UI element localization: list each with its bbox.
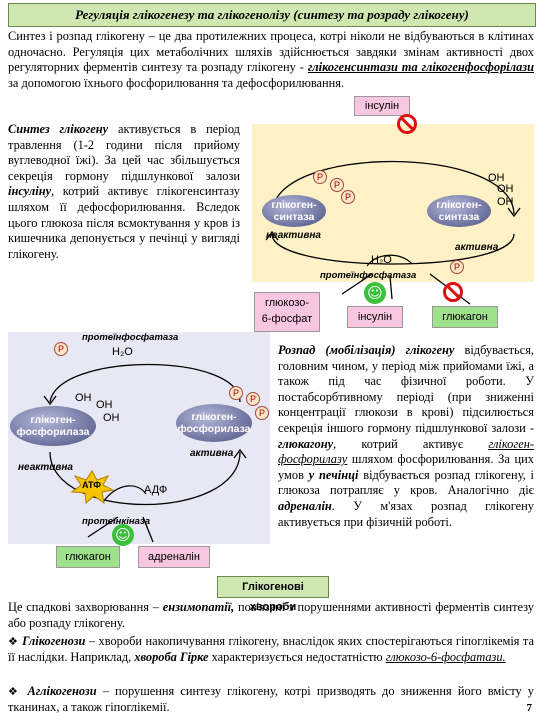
diseases-heading: Глікогенові хвороби — [217, 576, 329, 613]
hydroxyl-2: OH — [497, 183, 514, 195]
adrenaline-tag: адреналін — [138, 546, 210, 568]
glycogenoses-term: Глікогенози — [22, 634, 86, 648]
synthesis-insulin: інсуліну — [8, 184, 52, 199]
block-sign-bottom-icon — [443, 282, 463, 302]
phosphate-b3: P — [255, 406, 269, 420]
glucose-6-phosphate-tag: глюкозо- 6-фосфат — [254, 292, 320, 332]
hydroxyl-b3: OH — [103, 412, 120, 424]
hydroxyl-b1: OH — [75, 392, 92, 404]
phosphate-3: P — [341, 190, 355, 204]
g6p-term: глюкозо-6-фосфатази. — [385, 649, 506, 664]
intro-text-1: Синтез і розпад глікогену – це два проти… — [8, 29, 534, 75]
smile-icon-1: ☺ — [364, 282, 386, 304]
breakdown-heading: Розпад (мобілізація) глікогену — [278, 343, 455, 357]
synthesis-paragraph: Синтез глікогену активується в період тр… — [8, 122, 240, 262]
water-label-2: H₂O — [112, 346, 133, 358]
breakdown-link: глікоген-фосфорилазу — [278, 436, 534, 467]
breakdown-adrenaline: адреналін — [278, 498, 332, 513]
phosphate-released: P — [450, 260, 464, 274]
phosphate-b1: P — [229, 386, 243, 400]
phosphate-1: P — [313, 170, 327, 184]
glycogenoses-text: – хвороби накопичування глікогену, внасл… — [8, 634, 535, 664]
page-number: 7 — [526, 702, 533, 714]
phosphatase-label-1: протеїнфосфатаза — [320, 270, 417, 281]
page-title: Регуляція глікогенезу та глікогенолізу (… — [8, 3, 536, 27]
hydroxyl-3: OH — [497, 196, 514, 208]
aglycogenoses-term: Аглікогенози — [27, 684, 97, 698]
breakdown-glucagon: глюкагону — [278, 436, 334, 451]
aglycogenoses-text: – порушення синтезу глікогену, котрі при… — [8, 684, 534, 714]
synthase-active-label: активна — [455, 242, 499, 253]
glycogen-synthase-inactive: глікоген- синтаза — [262, 195, 326, 227]
intro-link: глікогенсинтази та глікогенфосфорілази — [307, 60, 534, 75]
synthesis-text-1: активується в період травлення (1-2 годи… — [8, 122, 240, 183]
girke-term: хвороба Гірке — [134, 649, 209, 664]
aglycogenoses-item: ❖ Аглікогенози – порушення синтезу гліко… — [8, 684, 534, 715]
bullet-icon-2: ❖ — [8, 685, 28, 698]
insulin-top-tag: інсулін — [354, 96, 410, 116]
synthesis-text-2: , котрий активує глікогенсинтазу шляхом … — [8, 184, 240, 261]
phosphate-released-2: P — [54, 342, 68, 356]
intro-paragraph: Синтез і розпад глікогену – це два проти… — [8, 29, 534, 91]
hydroxyl-b2: OH — [96, 399, 113, 411]
synthase-inactive-label: неактивна — [266, 230, 321, 241]
phosphorylase-active-label: активна — [190, 448, 234, 459]
breakdown-text-4: відбувається розпад глікогену, і глюкоза… — [278, 467, 534, 498]
diseases-intro-2: пов'язані з порушеннями активності ферме… — [8, 600, 534, 630]
girke-text: характеризується недостатністю — [208, 649, 386, 664]
breakdown-text-3: шляхом фосфорилювання. За цих умов — [278, 452, 534, 482]
water-label-1: H₂O — [371, 254, 392, 266]
block-sign-top-icon — [397, 114, 417, 134]
adp-label: АДФ — [144, 484, 168, 496]
breakdown-text-5: . У м'язах розпад глікогену активується … — [278, 498, 534, 529]
glycogenoses-item: ❖ Глікогенози – хвороби накопичування гл… — [8, 634, 534, 665]
phosphatase-label-2: протеїнфосфатаза — [82, 332, 179, 343]
diseases-enzymopathies: ензимопатії, — [162, 600, 235, 614]
insulin-bottom-tag: інсулін — [347, 306, 403, 328]
bullet-icon-1: ❖ — [8, 635, 23, 648]
synthesis-heading: Синтез глікогену — [8, 122, 109, 136]
diseases-intro: Це спадкові захворювання – ензимопатії, … — [8, 600, 534, 631]
intro-text-2: за допомогою їхнього фосфорилювання та д… — [8, 75, 345, 90]
glucagon-tag-2: глюкагон — [56, 546, 120, 568]
atp-label: АТФ — [82, 480, 101, 490]
kinase-label: протеїнкіназа — [82, 516, 150, 527]
glycogen-phosphorylase-active: глікоген- фосфорилаза — [176, 404, 252, 442]
breakdown-text-1: відбувається, головним чином, у період м… — [278, 343, 534, 435]
breakdown-text-2: , котрий активує — [333, 436, 489, 451]
glycogen-phosphorylase-inactive: глікоген- фосфорилаза — [10, 406, 96, 446]
smile-icon-2: ☺ — [112, 524, 134, 546]
breakdown-paragraph: Розпад (мобілізація) глікогену відбуваєт… — [278, 343, 534, 530]
diseases-intro-1: Це спадкові захворювання – — [8, 600, 163, 614]
phosphate-b2: P — [246, 392, 260, 406]
phosphate-2: P — [330, 178, 344, 192]
glucagon-tag-1: глюкагон — [432, 306, 498, 328]
atp-star-icon — [70, 470, 114, 504]
breakdown-liver: у печінці — [308, 467, 359, 482]
phosphorylase-inactive-label: неактивна — [18, 462, 73, 473]
glycogen-synthase-active: глікоген- синтаза — [427, 195, 491, 227]
hydroxyl-1: OH — [488, 172, 505, 184]
breakdown-diagram-arrows — [43, 363, 247, 543]
